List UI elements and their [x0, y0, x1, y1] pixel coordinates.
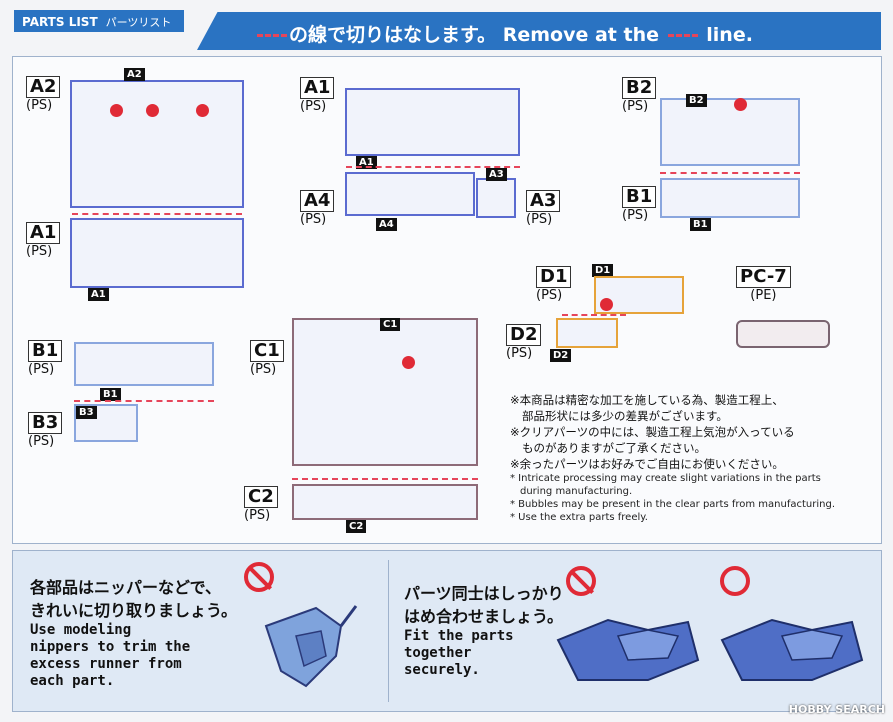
- runner-tag-d2: D2: [550, 349, 572, 362]
- instruction-banner: [197, 12, 881, 50]
- runner-tag-b1: B1: [690, 218, 711, 231]
- runner-c2: [292, 484, 478, 520]
- note-en-line: * Intricate processing may create slight…: [510, 473, 821, 484]
- parts-list-title: PARTS LIST: [22, 15, 98, 29]
- cut-line: [72, 213, 242, 215]
- note-en-line: * Use the extra parts freely.: [510, 512, 648, 523]
- part-number-marker: [146, 104, 159, 117]
- banner-en-end: line.: [706, 24, 753, 46]
- runner-label-a1: A1 (PS): [26, 222, 61, 259]
- runner-label-c2: C2 (PS): [244, 486, 278, 523]
- runner-tag-c2: C2: [346, 520, 367, 533]
- runner-a2: [70, 80, 244, 208]
- runner-b2: [660, 98, 800, 166]
- runner-label-c1: C1 (PS): [250, 340, 284, 377]
- note-en-line: * Bubbles may be present in the clear pa…: [510, 499, 836, 510]
- note-en-line: during manufacturing.: [520, 486, 633, 497]
- runner-tag-c1: C1: [380, 318, 401, 331]
- tip-fit-en: Fit the parts: [404, 628, 514, 644]
- banner-en: Remove at the: [502, 24, 660, 46]
- parts-list-title-jp: パーツリスト: [105, 16, 172, 29]
- parts-fit-illustration: [712, 600, 872, 696]
- tip-cut-jp-1: 各部品はニッパーなどで、: [30, 578, 222, 597]
- part-number-marker: [402, 356, 415, 369]
- runner-tag-b3: B3: [76, 406, 97, 419]
- cut-line-icon: [667, 34, 698, 37]
- runner-tag-a2: A2: [124, 68, 145, 81]
- runner-tag-a3: A3: [486, 168, 507, 181]
- runner-tag-d1: D1: [592, 264, 614, 277]
- parts-panel: [12, 56, 882, 544]
- tip-cut: 各部品はニッパーなどで、 きれいに切り取りましょう。 Use modeling …: [30, 576, 237, 690]
- runner-a3: [476, 178, 516, 218]
- note-jp-line: ※本商品は精密な加工を施している為、製造工程上、: [510, 393, 784, 407]
- ok-icon: [720, 566, 750, 596]
- runner-a1-mid: [345, 88, 520, 156]
- tip-fit-en: securely.: [404, 662, 480, 678]
- note-jp-line: ものがありますがご了承ください。: [522, 441, 706, 455]
- runner-tag-a4: A4: [376, 218, 397, 231]
- tip-cut-jp-2: きれいに切り取りましょう。: [30, 601, 238, 620]
- runner-d2: [556, 318, 618, 348]
- part-number-marker: [734, 98, 747, 111]
- part-number-marker: [600, 298, 613, 311]
- tip-cut-en: nippers to trim the: [30, 639, 191, 655]
- tip-cut-en: Use modeling: [30, 622, 132, 638]
- runner-tag-b1-lower: B1: [100, 388, 121, 401]
- runner-label-b2: B2 (PS): [622, 77, 657, 114]
- runner-c1: [292, 318, 478, 466]
- runner-label-b3: B3 (PS): [28, 412, 63, 449]
- tip-fit-jp-1: パーツ同士はしっかり: [404, 584, 564, 603]
- runner-label-d1: D1 (PS): [536, 266, 572, 303]
- part-number-marker: [110, 104, 123, 117]
- parts-gap-illustration: [548, 600, 708, 696]
- runner-label-d2: D2 (PS): [506, 324, 542, 361]
- runner-label-a2: A2 (PS): [26, 76, 61, 113]
- runner-tag-b2: B2: [686, 94, 707, 107]
- part-number-marker: [196, 104, 209, 117]
- runner-b1-lower: [74, 342, 214, 386]
- tip-fit: パーツ同士はしっかり はめ合わせましょう。 Fit the parts toge…: [404, 582, 564, 679]
- cut-line: [292, 478, 478, 480]
- banner-jp: の線で切りはなします。: [289, 24, 497, 46]
- tip-fit-en: together: [404, 645, 472, 661]
- tip-cut-en: each part.: [30, 673, 115, 689]
- watermark: HOBBY SEARCH: [788, 703, 885, 716]
- prohibited-icon: [244, 562, 274, 592]
- cut-line: [660, 172, 800, 174]
- runner-label-a4: A4 (PS): [300, 190, 335, 227]
- tip-cut-en: excess runner from: [30, 656, 182, 672]
- runner-a4: [345, 172, 475, 216]
- runner-label-b1-lower: B1 (PS): [28, 340, 63, 377]
- notes: ※本商品は精密な加工を施している為、製造工程上、 部品形状には多少の差異がござい…: [510, 392, 880, 524]
- tip-fit-jp-2: はめ合わせましょう。: [404, 607, 564, 626]
- note-jp-line: ※クリアパーツの中には、製造工程上気泡が入っている: [510, 425, 795, 439]
- runner-pc7: [736, 320, 830, 348]
- runner-label-pc7: PC-7 (PE): [736, 266, 791, 303]
- runner-label-a1-mid: A1 (PS): [300, 77, 335, 114]
- runner-a1: [70, 218, 244, 288]
- part-illustration: [246, 596, 366, 696]
- note-jp-line: ※余ったパーツはお好みでご自由にお使いください。: [510, 457, 784, 471]
- cut-line-icon: [257, 34, 287, 37]
- cut-line: [74, 400, 214, 402]
- runner-label-b1: B1 (PS): [622, 186, 657, 223]
- parts-list-tab: PARTS LIST パーツリスト: [14, 10, 184, 32]
- tips-divider: [388, 560, 389, 702]
- banner-text: の線で切りはなします。 Remove at the line.: [255, 20, 753, 47]
- runner-tag-a1-mid: A1: [356, 156, 377, 169]
- runner-tag-a1: A1: [88, 288, 109, 301]
- runner-b1: [660, 178, 800, 218]
- cut-line: [562, 314, 626, 316]
- cut-line: [346, 166, 520, 168]
- runner-label-a3: A3 (PS): [526, 190, 561, 227]
- prohibited-icon: [566, 566, 596, 596]
- note-jp-line: 部品形状には多少の差異がございます。: [522, 409, 728, 423]
